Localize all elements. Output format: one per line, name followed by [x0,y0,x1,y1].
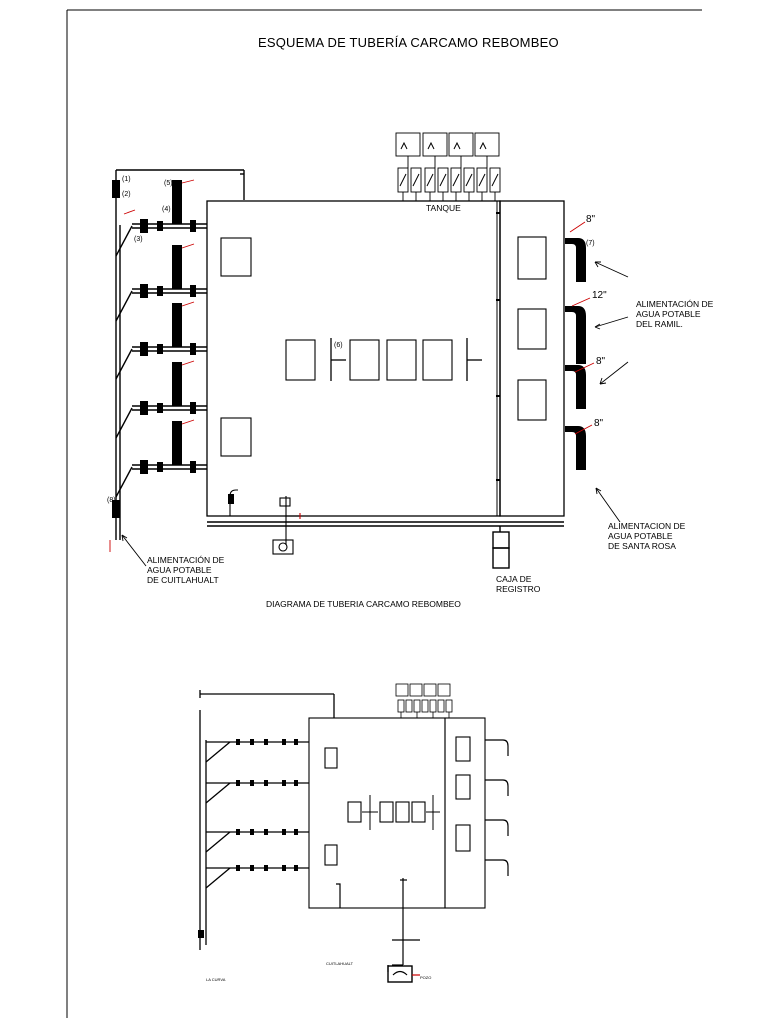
page-title: ESQUEMA DE TUBERÍA CARCAMO REBOMBEO [258,35,559,50]
label-cuitlahualt-lower: CUITLAHUALT [326,961,354,966]
left-manifold [115,169,245,540]
label-ramil-line-2: AGUA POTABLE [636,308,701,319]
label-cuitlahualt-line-2: AGUA POTABLE [147,564,212,575]
tank-label: TANQUE [426,203,461,213]
lower-right-inlets [485,739,509,876]
marker-4: (4) [162,206,171,213]
marker-6: (6) [334,342,343,349]
label-pozo-lower: POZO [420,975,432,980]
inlet-size-4: 8" [594,418,604,429]
lower-valves [198,739,298,938]
marker-5: (5) [164,180,173,187]
label-ramil: ALIMENTACIÓN DE AGUA POTABLE DEL RAMIL. [636,299,714,329]
label-ramil-line-3: DEL RAMIL. [636,318,683,329]
inlet-size-1: 8" [586,214,596,225]
label-caja-line-2: REGISTRO [496,583,541,594]
sheet-frame [66,9,702,1018]
label-arrows [121,261,629,567]
tank-outline [206,200,565,517]
marker-7: (7) [586,240,595,247]
panel-switch-glyphs [399,141,499,187]
control-panels [395,132,501,201]
marker-8: (8) [107,497,116,504]
inner-fittings [330,338,482,381]
inlet-size-3: 8" [596,356,606,367]
right-inlets [565,238,586,470]
marker-1: (1) [122,176,131,183]
label-santa-rosa-line-3: DE SANTA ROSA [608,540,676,551]
lower-inner-fittings [362,795,440,830]
label-la-curva: LA CURVA [206,977,226,982]
inlet-size-callouts [569,221,595,435]
bottom-drain [207,521,564,569]
label-cuitlahualt: ALIMENTACIÓN DE AGUA POTABLE DE CUITLAHU… [147,555,225,585]
pump-valves [112,180,196,518]
lower-drain [336,878,420,983]
label-santa-rosa: ALIMENTACION DE AGUA POTABLE DE SANTA RO… [608,521,686,551]
label-caja-registro: CAJA DE REGISTRO [496,574,541,595]
red-callouts-left [109,179,195,552]
pump-lines [115,223,207,498]
label-santa-rosa-line-1: ALIMENTACION DE [608,521,686,531]
divider-ticks [496,212,500,481]
lower-tank [308,717,486,909]
lower-panels [395,683,453,718]
label-santa-rosa-line-2: AGUA POTABLE [608,530,673,541]
marker-3: (3) [134,236,143,243]
label-caja-line-1: CAJA DE [496,574,532,584]
label-ramil-line-1: ALIMENTACIÓN DE [636,299,714,309]
inlet-size-2: 12" [592,290,607,301]
marker-2: (2) [122,191,131,198]
tank-compartments [220,236,547,457]
label-cuitlahualt-line-1: ALIMENTACIÓN DE [147,555,225,565]
lower-manifold [199,690,335,950]
label-cuitlahualt-line-3: DE CUITLAHUALT [147,574,219,585]
diagram-caption: DIAGRAMA DE TUBERIA CARCAMO REBOMBEO [266,599,461,609]
bottom-wells [228,489,301,555]
